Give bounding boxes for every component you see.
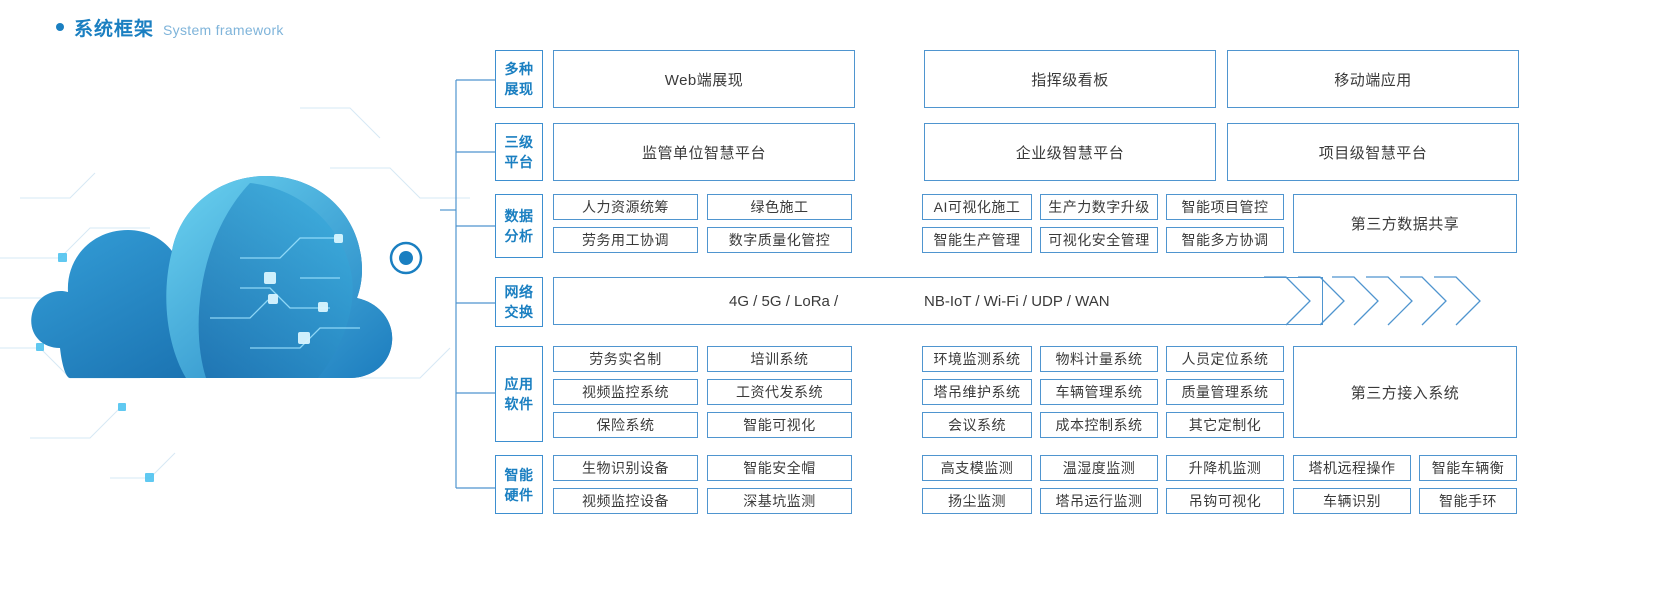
row-label-line: 多种	[504, 61, 534, 77]
cell-enterprise-platform[interactable]: 企业级智慧平台	[924, 123, 1216, 181]
cell-smart-multiparty-coord[interactable]: 智能多方协调	[1166, 227, 1284, 253]
cell-green-construction[interactable]: 绿色施工	[707, 194, 852, 220]
cell-labor-coordination[interactable]: 劳务用工协调	[553, 227, 698, 253]
cell-labor-realname[interactable]: 劳务实名制	[553, 346, 698, 372]
cell-tower-crane-remote[interactable]: 塔机远程操作	[1293, 455, 1411, 481]
cell-smart-bracelet[interactable]: 智能手环	[1419, 488, 1517, 514]
cell-smart-project-control[interactable]: 智能项目管控	[1166, 194, 1284, 220]
row-label-line: 应用	[504, 376, 534, 392]
cell-high-formwork-monitoring[interactable]: 高支模监测	[922, 455, 1032, 481]
row-platform: 三级 平台 监管单位智慧平台 企业级智慧平台 项目级智慧平台	[495, 123, 1525, 181]
cell-crane-maintenance[interactable]: 塔吊维护系统	[922, 379, 1032, 405]
cell-video-monitoring-system[interactable]: 视频监控系统	[553, 379, 698, 405]
cell-third-party-data-sharing[interactable]: 第三方数据共享	[1293, 194, 1517, 253]
group-hw-left: 生物识别设备 智能安全帽 视频监控设备 深基坑监测	[553, 455, 852, 514]
cloud-network-illustration	[0, 48, 470, 548]
cell-dust-monitoring[interactable]: 扬尘监测	[922, 488, 1032, 514]
network-text-primary: 4G / 5G / LoRa /	[729, 292, 839, 310]
cell-temperature-humidity-monitoring[interactable]: 温湿度监测	[1040, 455, 1158, 481]
network-flow-chevrons	[1264, 273, 1564, 329]
cell-third-party-access-system[interactable]: 第三方接入系统	[1293, 346, 1517, 438]
cell-hr-planning[interactable]: 人力资源统筹	[553, 194, 698, 220]
cell-supervision-platform[interactable]: 监管单位智慧平台	[553, 123, 855, 181]
cell-other-customization[interactable]: 其它定制化	[1166, 412, 1284, 438]
row-data-analysis: 数据 分析 人力资源统筹 绿色施工 劳务用工协调 数字质量化管控 AI可视化施工…	[495, 194, 1535, 258]
row-label-line: 展现	[504, 81, 534, 97]
row-display: 多种 展现 Web端展现 指挥级看板 移动端应用	[495, 50, 1525, 108]
cell-quality-management[interactable]: 质量管理系统	[1166, 379, 1284, 405]
cell-deep-pit-monitoring[interactable]: 深基坑监测	[707, 488, 852, 514]
cell-meeting-system[interactable]: 会议系统	[922, 412, 1032, 438]
group-data-left: 人力资源统筹 绿色施工 劳务用工协调 数字质量化管控	[553, 194, 852, 258]
row-label-line: 平台	[504, 154, 534, 170]
cell-cost-control-system[interactable]: 成本控制系统	[1040, 412, 1158, 438]
cell-project-platform[interactable]: 项目级智慧平台	[1227, 123, 1519, 181]
cell-command-dashboard[interactable]: 指挥级看板	[924, 50, 1216, 108]
cell-elevator-monitoring[interactable]: 升降机监测	[1166, 455, 1284, 481]
cell-biometric-device[interactable]: 生物识别设备	[553, 455, 698, 481]
cell-network-protocols[interactable]: 4G / 5G / LoRa / NB-IoT / Wi-Fi / UDP / …	[553, 277, 1323, 325]
cell-mobile-app[interactable]: 移动端应用	[1227, 50, 1519, 108]
cell-video-monitoring-device[interactable]: 视频监控设备	[553, 488, 698, 514]
cell-hook-visualization[interactable]: 吊钩可视化	[1166, 488, 1284, 514]
cell-personnel-positioning[interactable]: 人员定位系统	[1166, 346, 1284, 372]
cell-smart-production-mgmt[interactable]: 智能生产管理	[922, 227, 1032, 253]
row-label-network: 网络 交换	[495, 277, 543, 327]
page-title-en: System framework	[163, 22, 284, 38]
row-label-display: 多种 展现	[495, 50, 543, 108]
cell-productivity-upgrade[interactable]: 生产力数字升级	[1040, 194, 1158, 220]
cell-material-metering[interactable]: 物料计量系统	[1040, 346, 1158, 372]
cell-ai-visual-construction[interactable]: AI可视化施工	[922, 194, 1032, 220]
group-hw-right: 高支模监测 温湿度监测 升降机监测 扬尘监测 塔吊运行监测 吊钩可视化	[922, 455, 1284, 514]
cell-environment-monitoring[interactable]: 环境监测系统	[922, 346, 1032, 372]
group-hw-far: 塔机远程操作 智能车辆衡 车辆识别 智能手环	[1293, 455, 1517, 514]
row-smart-hardware: 智能 硬件 生物识别设备 智能安全帽 视频监控设备 深基坑监测 高支模监测 温湿…	[495, 455, 1555, 514]
page-title-cn: 系统框架	[74, 19, 155, 40]
cell-payroll-system[interactable]: 工资代发系统	[707, 379, 852, 405]
row-label-line: 智能	[504, 466, 534, 483]
group-data-right: AI可视化施工 生产力数字升级 智能项目管控 智能生产管理 可视化安全管理 智能…	[922, 194, 1284, 258]
row-label-line: 三级	[504, 134, 534, 150]
bullet-dot-icon	[56, 23, 64, 31]
row-label-line: 数据	[504, 208, 534, 224]
row-label-data-analysis: 数据 分析	[495, 194, 543, 258]
cell-vehicle-management[interactable]: 车辆管理系统	[1040, 379, 1158, 405]
tree-connector	[440, 48, 560, 548]
row-label-line: 网络	[504, 284, 534, 300]
row-label-line: 交换	[504, 304, 534, 320]
cell-insurance-system[interactable]: 保险系统	[553, 412, 698, 438]
cell-web-display[interactable]: Web端展现	[553, 50, 855, 108]
cell-smart-weighbridge[interactable]: 智能车辆衡	[1419, 455, 1517, 481]
row-application-software: 应用 软件 劳务实名制 培训系统 视频监控系统 工资代发系统 保险系统 智能可视…	[495, 346, 1535, 442]
row-network: 网络 交换 4G / 5G / LoRa / NB-IoT / Wi-Fi / …	[495, 277, 1535, 327]
network-text-secondary: NB-IoT / Wi-Fi / UDP / WAN	[924, 292, 1110, 310]
group-app-right: 环境监测系统 物料计量系统 人员定位系统 塔吊维护系统 车辆管理系统 质量管理系…	[922, 346, 1284, 442]
cell-training-system[interactable]: 培训系统	[707, 346, 852, 372]
cell-visual-safety-mgmt[interactable]: 可视化安全管理	[1040, 227, 1158, 253]
row-label-line: 软件	[504, 396, 534, 412]
row-label-application-software: 应用 软件	[495, 346, 543, 442]
row-label-line: 硬件	[504, 486, 534, 503]
cell-crane-operation-monitoring[interactable]: 塔吊运行监测	[1040, 488, 1158, 514]
network-node-icon	[389, 241, 423, 275]
row-label-platform: 三级 平台	[495, 123, 543, 181]
cell-digital-quality-control[interactable]: 数字质量化管控	[707, 227, 852, 253]
cell-smart-visualization[interactable]: 智能可视化	[707, 412, 852, 438]
cell-vehicle-recognition[interactable]: 车辆识别	[1293, 488, 1411, 514]
row-label-smart-hardware: 智能 硬件	[495, 455, 543, 514]
cell-smart-helmet[interactable]: 智能安全帽	[707, 455, 852, 481]
group-app-left: 劳务实名制 培训系统 视频监控系统 工资代发系统 保险系统 智能可视化	[553, 346, 852, 442]
page-title: 系统框架 System framework	[56, 14, 284, 41]
row-label-line: 分析	[504, 228, 534, 244]
